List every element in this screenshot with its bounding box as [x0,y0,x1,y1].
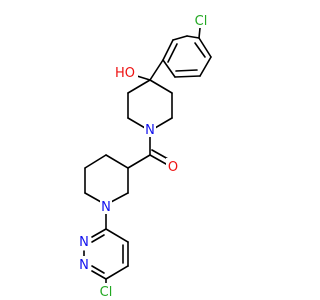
nitrogen-atom-pyridazine-1: N [78,233,90,250]
bond [91,228,107,238]
atom-symbol-cl-top: Cl [195,14,208,29]
chlorine-atom-bottom: Cl [95,283,117,300]
nitrogen-atom-pyridazine-2: N [78,256,90,273]
label-background [100,198,112,214]
label-background [78,233,90,249]
bond [167,43,178,63]
bond [149,154,167,165]
molecule-structure: Cl HO N O N N N Cl [78,12,212,300]
bond [162,59,176,78]
atom-symbol-n-bottom: N [101,200,111,215]
bond [136,75,151,81]
nitrogen-atom-piperidine-top: N [144,121,156,138]
bond [154,117,173,129]
atom-symbol-n-top: N [145,123,155,138]
label-background [112,64,138,80]
bond [194,42,206,58]
bond [127,154,151,169]
bond [105,154,129,169]
label-background [144,121,156,137]
atom-symbol-oh: HO [115,66,135,81]
bond [198,27,201,39]
bond [105,265,129,280]
bond [198,37,212,58]
bond [84,154,107,169]
bond [199,56,212,77]
label-background [190,12,212,28]
hydroxyl-group: HO [112,64,138,81]
chlorine-atom-top: Cl [190,12,212,29]
bond [105,228,129,243]
atom-symbol-cl-bottom: Cl [100,285,113,300]
label-background [166,158,180,174]
bond [91,234,105,243]
bond [127,117,146,129]
label-background [95,283,117,299]
bond [110,192,129,203]
bond [149,59,164,81]
bond [162,39,174,61]
bond [172,35,188,41]
bond [175,69,198,72]
atom-symbol-n-pyridazine-2: N [79,258,89,273]
atom-labels: Cl HO N O N N N Cl [78,12,212,300]
bond [91,265,105,274]
bond [151,149,169,160]
bond [149,79,173,94]
carbonyl-oxygen-atom: O [166,158,180,175]
bonds [83,27,212,285]
bond [127,79,151,94]
label-background [78,256,90,272]
atom-symbol-o: O [168,160,178,175]
nitrogen-atom-piperidine-bottom: N [100,198,112,215]
atom-symbol-n-pyridazine-1: N [79,235,89,250]
bond [91,270,107,280]
bond [174,75,201,78]
bond [84,192,102,203]
bond [186,35,200,39]
